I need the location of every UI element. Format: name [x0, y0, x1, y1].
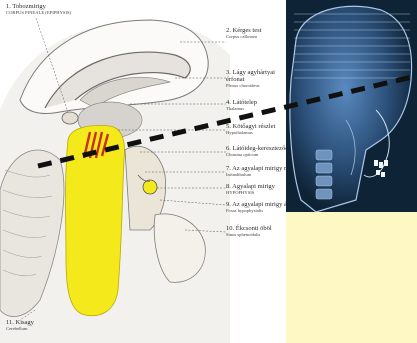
label-9: 9. Az agyalapi mirigy árka Fossa hypophy… [226, 202, 295, 214]
label-3: 3. Lágy agyhártyai érfonat Plexus choroi… [226, 70, 275, 88]
label-10: 10. Ékcsonti öböl Sinus sphenoidalis [226, 226, 272, 238]
pineal-body [62, 112, 78, 124]
label-11: 11. Kisagy Cerebellum [6, 320, 34, 332]
hypophysis [143, 180, 157, 194]
skull-xray-image [286, 0, 417, 212]
label-1: 1. Tobozmirigy CORPUS PINEALE (EPIPHYSIS… [6, 4, 71, 16]
skull-xray-drawing [286, 0, 417, 212]
label-5: 5. Kötőagyi részlet Hypothalamus [226, 124, 275, 136]
empty-note-panel [286, 212, 417, 343]
label-2: 2. Kérges test Corpus callosum [226, 28, 261, 40]
brain-sagittal-illustration: 1. Tobozmirigy CORPUS PINEALE (EPIPHYSIS… [0, 0, 282, 343]
label-8: 8. Agyalapi mirigy HYPOPHYSIS [226, 184, 275, 196]
label-4: 4. Látótelep Thalamus [226, 100, 257, 112]
label-6: 6. Látóideg-kereszteződés Chiasma opticu… [226, 146, 294, 158]
brainstem-highlight [66, 126, 125, 316]
